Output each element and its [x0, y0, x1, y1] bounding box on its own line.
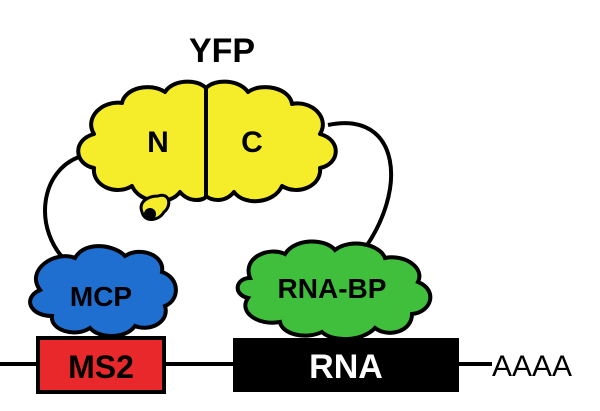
rna-box [233, 338, 459, 392]
mcp-label: MCP [70, 281, 132, 312]
rna-bp-cloud [235, 239, 433, 341]
yfp-n-half [76, 79, 208, 204]
title-yfp: YFP [189, 32, 255, 70]
mcp-cloud [28, 244, 178, 338]
ms2-box [36, 336, 166, 394]
polya-tail-label: AAAA [492, 350, 572, 383]
rna-label: RNA [309, 348, 383, 386]
linker-right [327, 121, 394, 257]
rna-bp-label: RNA-BP [278, 273, 387, 304]
yfp-c-label: C [241, 126, 263, 159]
ms2-label: MS2 [68, 349, 134, 385]
yfp-n-label: N [147, 126, 169, 159]
yfp-fragment-dot [144, 208, 156, 220]
yfp-c-half [204, 79, 338, 204]
linker-left [43, 153, 87, 267]
